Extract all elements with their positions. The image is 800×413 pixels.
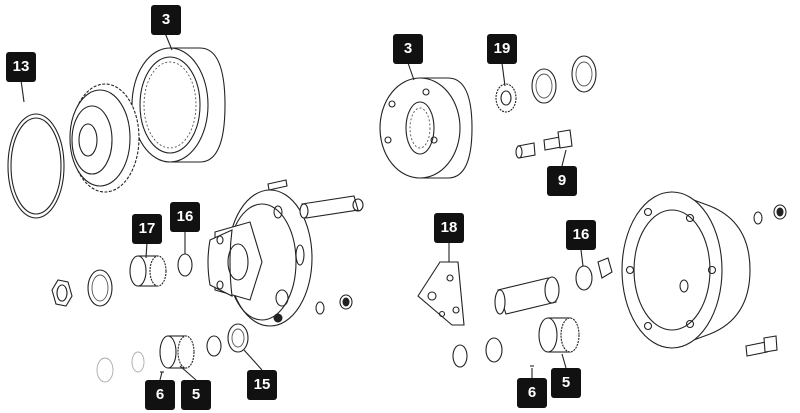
- nut-right-mid: [597, 257, 613, 279]
- hub-housing-left: [207, 189, 313, 327]
- washer-faint-b: [131, 351, 145, 373]
- bolt-far-right: [745, 335, 778, 357]
- washer-far-right: [753, 211, 763, 225]
- callout-5-left: 5: [181, 380, 211, 410]
- callout-3-right: 3: [393, 34, 423, 64]
- nut-left-bottom: [51, 279, 73, 307]
- washer-small-left: [315, 301, 325, 315]
- callout-18: 18: [434, 213, 464, 243]
- hub-housing-right: [621, 191, 751, 349]
- callout-3-left: 3: [151, 5, 181, 35]
- snap-ring-right-bottom: [452, 344, 468, 368]
- callout-6-left: 6: [145, 380, 175, 410]
- callout-13: 13: [6, 52, 36, 82]
- lock-nut-top-right: [571, 55, 597, 93]
- sun-gear-19: [495, 83, 517, 113]
- washer-right-bottom: [485, 337, 503, 363]
- ring-gear-right: [379, 77, 473, 179]
- callout-19: 19: [487, 34, 517, 64]
- thrust-washer-left: [87, 269, 113, 307]
- tab-washer: [531, 68, 557, 104]
- planet-gear-17: [129, 255, 167, 287]
- ring-gear-left: [131, 47, 226, 163]
- callout-9: 9: [547, 166, 577, 196]
- snap-ring-13: [7, 113, 65, 219]
- screw-left-top: [267, 179, 288, 191]
- nut-small-left: [339, 294, 353, 310]
- bearing-washer-left: [206, 335, 222, 357]
- carrier-plate-18: [417, 261, 465, 326]
- bolt-9: [543, 129, 573, 151]
- callout-5-right: 5: [551, 368, 581, 398]
- sleeve-9: [515, 142, 536, 159]
- thrust-washer-15: [227, 323, 249, 353]
- spline-shaft-right: [494, 276, 560, 315]
- snap-ring-16-left: [177, 253, 193, 277]
- snap-ring-16-right: [575, 265, 593, 291]
- callout-16-right: 16: [566, 220, 596, 250]
- pin-shaft-left: [299, 195, 364, 219]
- planet-gear-5-right: [538, 317, 580, 353]
- washer-faint-a: [96, 357, 114, 383]
- callout-17: 17: [132, 214, 162, 244]
- planet-gear-5-left: [159, 335, 195, 369]
- callout-6-right: 6: [517, 378, 547, 408]
- callout-16-left: 16: [170, 202, 200, 232]
- leader-lines: [20, 32, 584, 381]
- sun-carrier-gear-left: [69, 83, 140, 193]
- nut-far-right: [773, 204, 787, 220]
- callout-15: 15: [247, 370, 277, 400]
